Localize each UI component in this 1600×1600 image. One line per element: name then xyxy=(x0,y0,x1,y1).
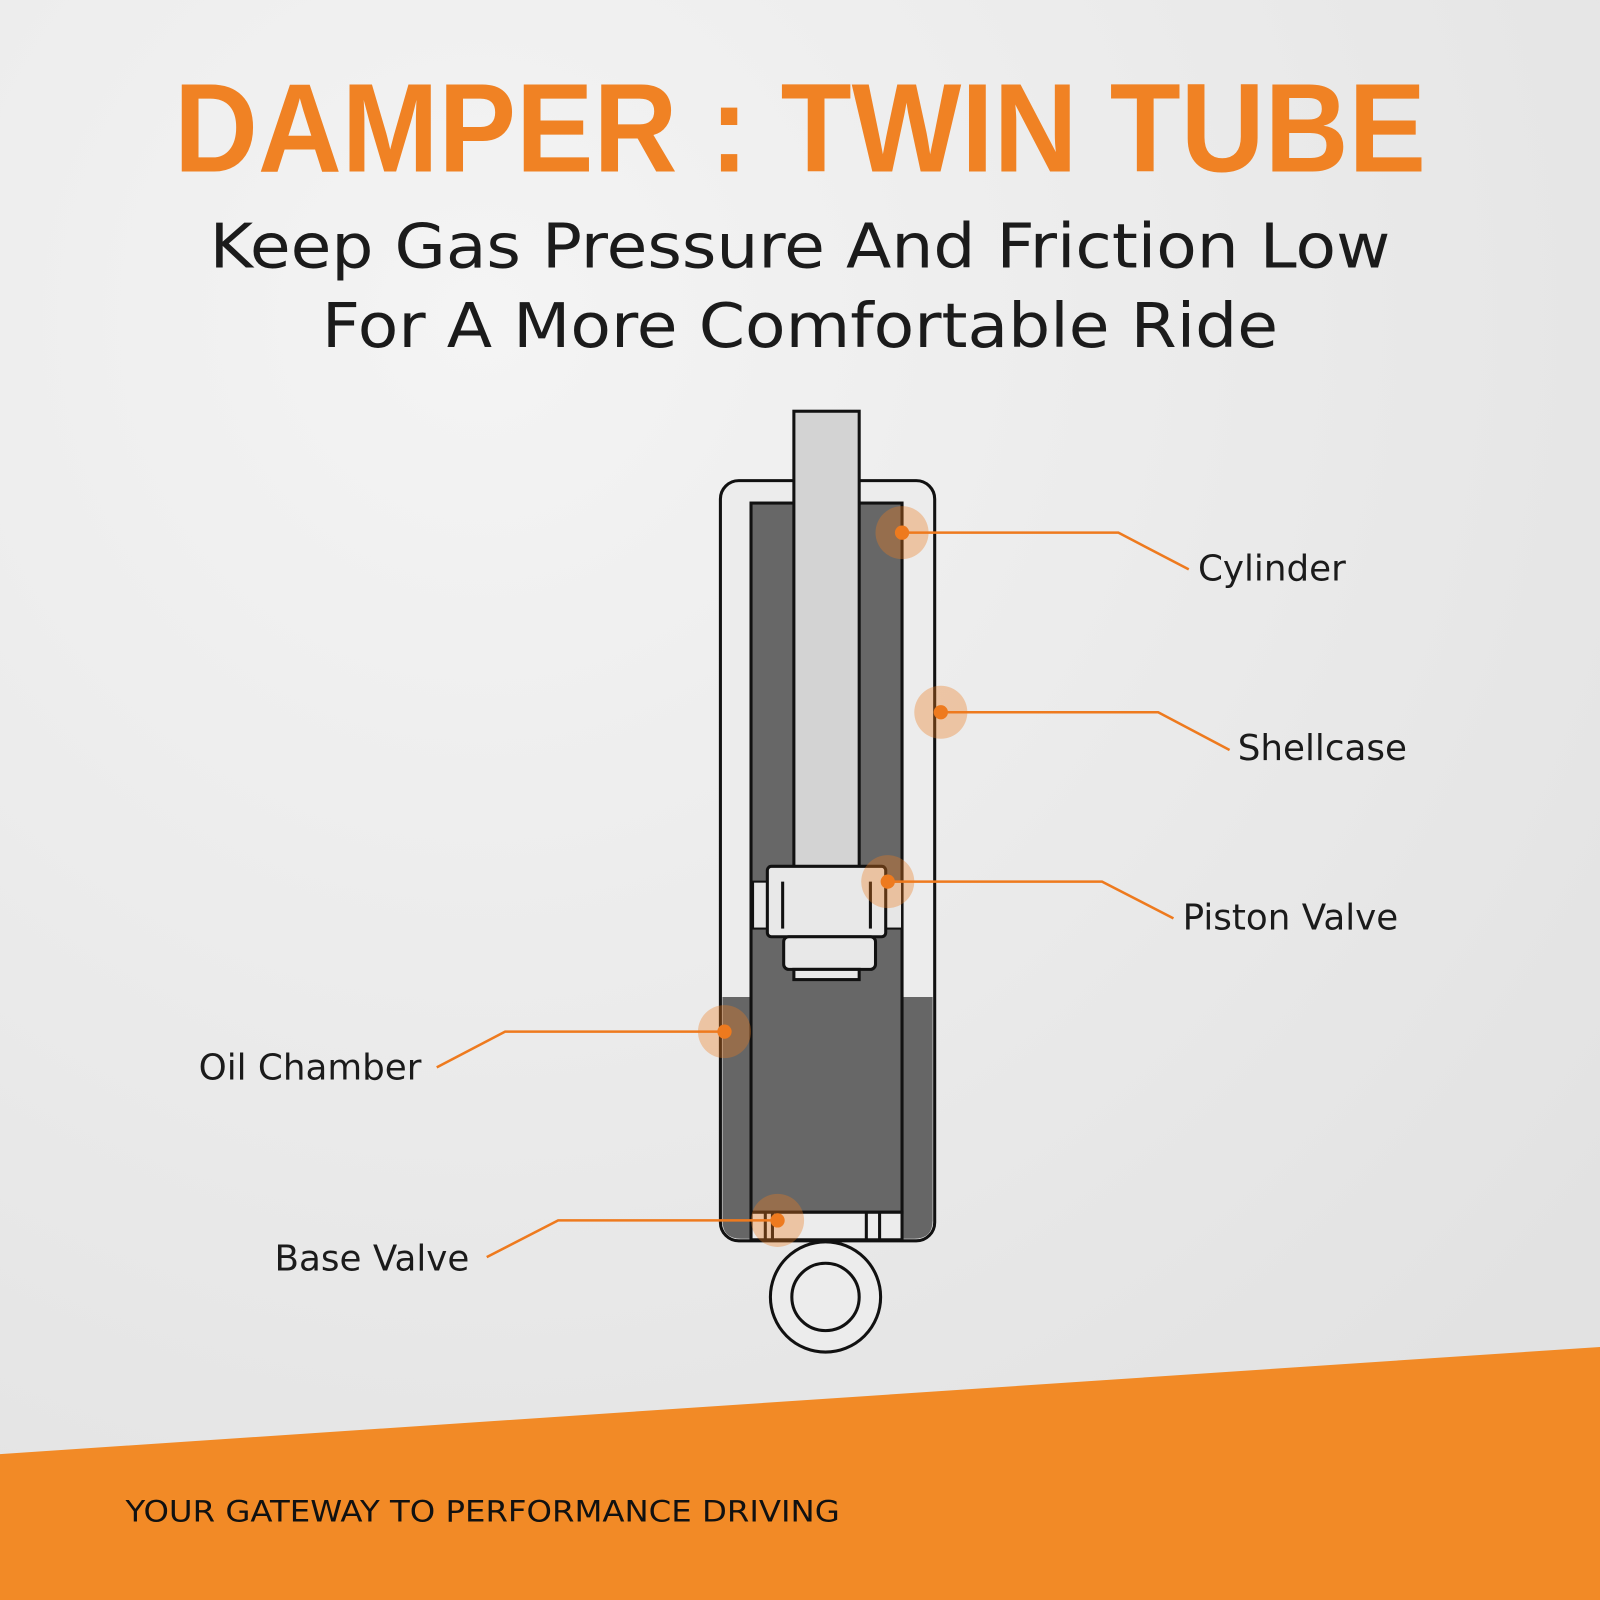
label-base-valve: Base Valve xyxy=(275,1238,470,1279)
damper-diagram xyxy=(718,409,937,1354)
label-cylinder: Cylinder xyxy=(1198,549,1346,590)
page-title: DAMPER : TWIN TUBE xyxy=(174,56,1426,198)
subtitle-line-1: Keep Gas Pressure And Friction Low xyxy=(210,211,1391,282)
callout-cylinder: Cylinder xyxy=(875,506,1346,590)
footer-tagline: YOUR GATEWAY TO PERFORMANCE DRIVING xyxy=(124,1494,839,1528)
label-piston-valve: Piston Valve xyxy=(1183,898,1399,939)
label-shellcase: Shellcase xyxy=(1238,728,1407,769)
piston-tip xyxy=(792,967,861,982)
label-oil-chamber: Oil Chamber xyxy=(199,1048,422,1089)
callout-base-valve: Base Valve xyxy=(275,1193,805,1279)
callout-oil-chamber: Oil Chamber xyxy=(199,1005,752,1089)
oil-chamber-left xyxy=(722,996,752,1239)
piston-rod xyxy=(792,409,861,872)
callout-piston-valve: Piston Valve xyxy=(861,855,1399,939)
mounting-eye-hole xyxy=(790,1261,861,1333)
subtitle-line-2: For A More Comfortable Ride xyxy=(322,291,1278,362)
callout-shellcase: Shellcase xyxy=(914,685,1407,769)
oil-chamber-right xyxy=(902,996,933,1239)
piston-nut xyxy=(782,935,878,971)
footer-banner xyxy=(0,1346,1600,1600)
